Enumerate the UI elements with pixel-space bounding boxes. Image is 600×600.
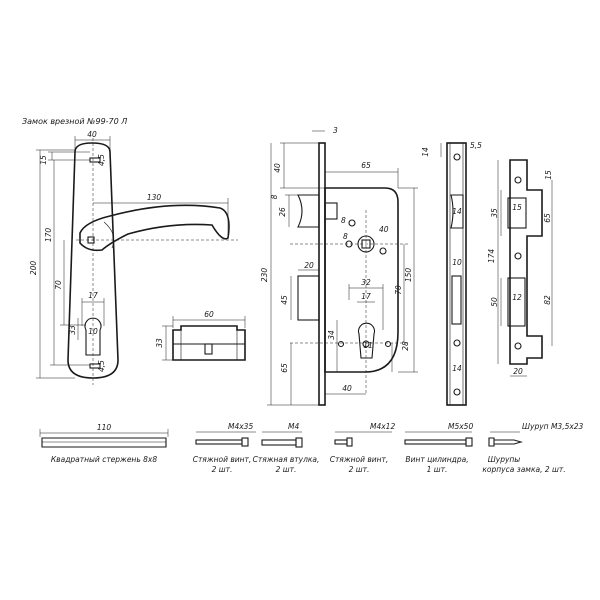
drawing-title: Замок врезной №99-70 Л <box>22 117 127 126</box>
handle-lever <box>79 204 230 252</box>
handle-dim-15: 15 <box>39 155 48 165</box>
handle-dim-130: 130 <box>147 193 162 202</box>
handle-dim-200: 200 <box>29 261 38 276</box>
lock-cylinder-hole <box>357 322 376 359</box>
lock-dim-40-r: 40 <box>379 225 389 234</box>
screw-m4x35 <box>195 439 243 445</box>
faceplate-dim-5-5: 5,5 <box>470 141 482 150</box>
strike-plate-view: 174 15 35 15 65 50 12 82 20 <box>487 159 553 377</box>
accessories-row: 110 Квадратный стержень 8х8 М4х35 Стяжно… <box>39 422 584 474</box>
spindle-bar <box>41 437 167 448</box>
strike-dim-82: 82 <box>543 295 552 305</box>
lock-dim-40-top: 40 <box>273 163 282 173</box>
latch-bolt <box>297 194 320 228</box>
faceplate-dim-14-bottom: 14 <box>452 364 462 373</box>
deadbolt <box>297 275 320 321</box>
lock-dim-20: 20 <box>304 261 314 270</box>
spindle-length: 110 <box>97 423 112 432</box>
lock-dim-34: 34 <box>327 330 336 340</box>
lock-dim-45: 45 <box>280 295 289 305</box>
faceplate-dim-14-top: 14 <box>421 147 430 157</box>
handle-bottom-screw <box>89 363 101 369</box>
strike-dim-35: 35 <box>490 208 499 218</box>
handle-dim-17: 17 <box>88 291 98 300</box>
lock-dim-26: 26 <box>278 207 287 217</box>
sleeve-m4-caption2: 2 шт. <box>276 465 297 474</box>
faceplate-view: 14 5,5 14 10 14 <box>421 141 482 406</box>
screw-m4x12-caption2: 2 шт. <box>349 465 370 474</box>
lock-dim-32: 32 <box>361 278 371 287</box>
sleeve-m4 <box>261 439 297 446</box>
lock-dim-8-c: 8 <box>341 216 346 225</box>
lock-dim-28: 28 <box>401 341 410 351</box>
screw-m5x50 <box>404 439 467 445</box>
lock-dim-230: 230 <box>260 268 269 283</box>
faceplate-outer <box>446 142 467 406</box>
strike-dim-15-top: 15 <box>544 170 553 180</box>
handle-dim-4-5-bottom: 4,5 <box>97 360 106 372</box>
cylinder-outline <box>172 325 246 361</box>
strike-dim-50: 50 <box>490 297 499 307</box>
handle-dim-33: 33 <box>68 325 77 335</box>
handle-dim-10: 10 <box>88 327 98 336</box>
handle-plate-outline <box>67 142 119 379</box>
wood-screw-caption2: корпуса замка, 2 шт. <box>482 465 565 474</box>
cylinder-view: 60 33 <box>155 310 246 361</box>
screw-m4x35-caption2: 2 шт. <box>212 465 233 474</box>
lock-dim-11: 11 <box>363 341 373 350</box>
screw-m4x12-caption1: Стяжной винт, <box>330 455 389 464</box>
handle-dim-170: 170 <box>44 228 53 243</box>
strike-dim-12: 12 <box>512 293 522 302</box>
wood-screw-spec: Шуруп М3,5х23 <box>522 422 584 431</box>
lock-case <box>324 187 399 373</box>
handle-lever-inner <box>103 221 115 249</box>
lock-dim-3: 3 <box>333 126 338 135</box>
cylinder-dim-33: 33 <box>155 338 164 348</box>
strike-dim-174: 174 <box>487 249 496 264</box>
faceplate-latch-slot <box>450 194 464 229</box>
strike-deadbolt-opening <box>507 277 526 327</box>
handle-dim-width: 40 <box>87 130 97 139</box>
lock-dim-8-a: 8 <box>270 194 279 199</box>
handle-dim-70: 70 <box>54 280 63 290</box>
lock-dim-70: 70 <box>394 285 403 295</box>
wood-screw-caption1: Шурупы <box>488 455 521 464</box>
wood-screw <box>488 437 524 447</box>
sleeve-m4-caption1: Стяжная втулка, <box>253 455 320 464</box>
lock-dim-8-b: 8 <box>343 232 348 241</box>
lock-dim-65-b: 65 <box>280 363 289 373</box>
screw-m5x50-caption1: Винт цилиндра, <box>405 455 468 464</box>
strike-plate-outline <box>509 159 543 365</box>
lock-dim-150: 150 <box>404 268 413 283</box>
faceplate-dim-14-mid: 14 <box>452 207 462 216</box>
handle-dim-4-5-top: 4,5 <box>97 154 106 166</box>
lock-body-view: 3 40 65 8 26 8 8 40 230 20 32 17 150 70 <box>260 126 418 406</box>
sleeve-m4-spec: М4 <box>288 422 299 431</box>
screw-m5x50-caption2: 1 шт. <box>427 465 448 474</box>
strike-dim-20: 20 <box>513 367 523 376</box>
strike-dim-65: 65 <box>543 213 552 223</box>
cylinder-cam <box>204 343 213 355</box>
screw-m4x12 <box>334 439 348 445</box>
strike-latch-opening <box>507 197 527 229</box>
spindle-caption: Квадратный стержень 8х8 <box>51 455 157 464</box>
lock-forend <box>318 142 326 406</box>
screw-m5x50-spec: М5х50 <box>448 422 473 431</box>
faceplate-deadbolt-slot <box>451 275 462 325</box>
lock-dim-17: 17 <box>361 292 371 301</box>
lock-dim-65: 65 <box>361 161 371 170</box>
faceplate-dim-10: 10 <box>452 258 462 267</box>
lock-dim-40-bottom: 40 <box>342 384 352 393</box>
handle-view: 40 15 4,5 200 170 130 70 17 33 10 4,5 <box>29 130 238 385</box>
screw-m4x35-caption1: Стяжной винт, <box>193 455 252 464</box>
screw-m4x12-spec: М4х12 <box>370 422 395 431</box>
cylinder-dim-60: 60 <box>204 310 214 319</box>
strike-dim-15-mid: 15 <box>512 203 522 212</box>
screw-m4x35-spec: М4х35 <box>228 422 253 431</box>
